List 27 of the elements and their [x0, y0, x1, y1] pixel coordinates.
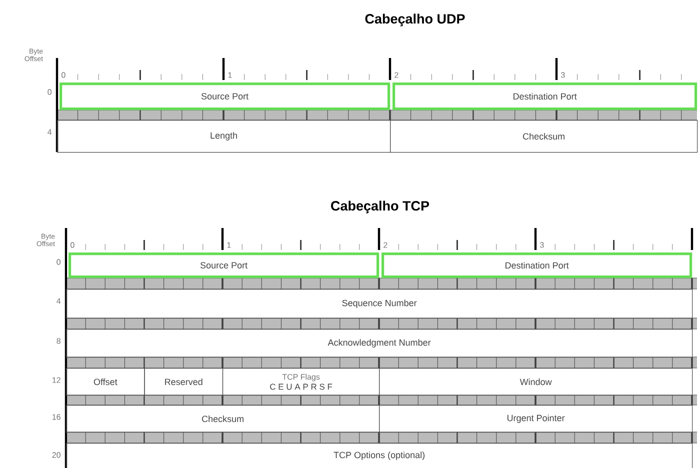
header-field: Checksum — [66, 405, 380, 433]
section-title: Cabeçalho UDP — [365, 14, 465, 26]
offset-number: 16 — [52, 414, 60, 420]
header-field: Destination Port — [392, 82, 698, 110]
byte-number: 2 — [384, 242, 388, 248]
header-field: Offset — [66, 368, 145, 396]
header-field: Length — [57, 120, 391, 153]
header-field: Checksum — [390, 120, 698, 153]
header-field: Window — [379, 368, 693, 396]
header-field: Sequence Number — [66, 289, 693, 319]
section-title: Cabeçalho TCP — [331, 200, 430, 214]
offset-number: 8 — [56, 338, 60, 344]
header-field: Acknowledgment Number — [66, 329, 693, 358]
header-field: TCP Options (optional) — [66, 443, 693, 468]
offset-number: 12 — [52, 377, 60, 383]
header-field: TCP Flags C E U A P R S F — [222, 368, 380, 396]
header-field: Source Port — [60, 82, 390, 110]
byte-number: 2 — [394, 72, 398, 78]
header-field: Reserved — [144, 368, 223, 396]
offset-number: 20 — [52, 452, 60, 458]
header-field: Urgent Pointer — [379, 405, 693, 433]
offset-number: 4 — [56, 298, 61, 304]
offset-number: 4 — [48, 129, 52, 135]
header-field: Destination Port — [382, 252, 692, 278]
header-field: Source Port — [68, 252, 380, 278]
offset-number: 0 — [56, 259, 60, 265]
offset-number: 0 — [48, 89, 52, 95]
